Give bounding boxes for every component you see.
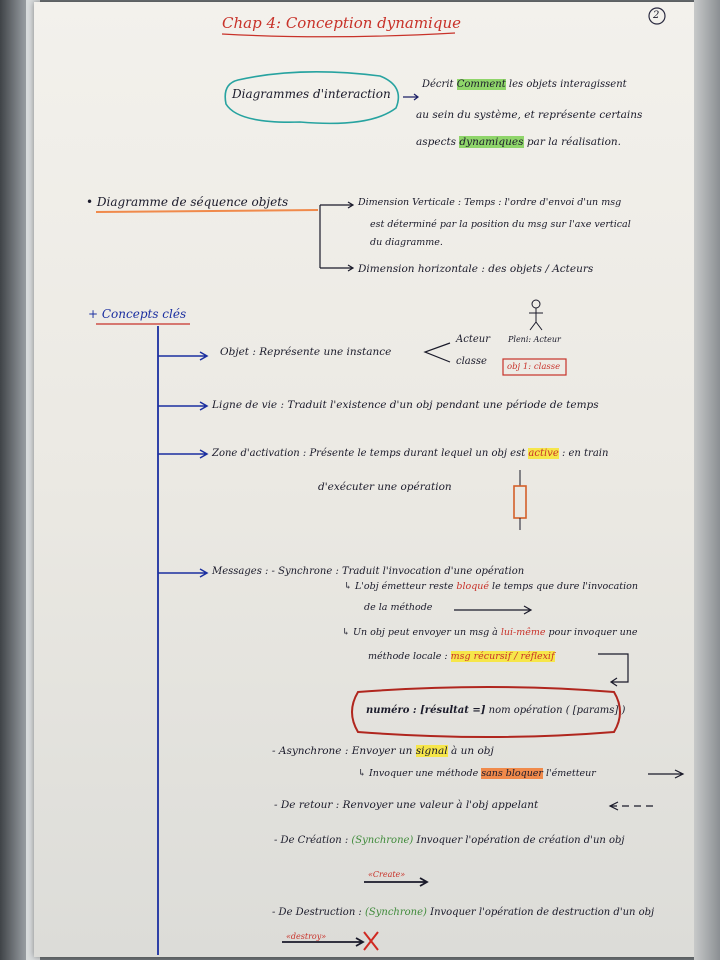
activation-zone-line-2: d'exécuter une opération bbox=[318, 481, 452, 493]
async-line-2-post: l'émetteur bbox=[542, 768, 596, 779]
highlight-non-blocking: sans bloquer bbox=[481, 768, 543, 779]
interaction-diagram-bubble-label: Diagrammes d'interaction bbox=[232, 87, 391, 101]
intro-line-1-pre: Décrit bbox=[422, 79, 457, 90]
intro-line-3-post: par la réalisation. bbox=[523, 136, 621, 148]
objet-fork bbox=[423, 342, 451, 363]
sync-arrow-icon: ↳ bbox=[344, 581, 355, 592]
syntax-pill bbox=[351, 686, 621, 738]
notebook-page bbox=[34, 2, 698, 957]
creation-message: - De Création : (Synchrone) Invoquer l'o… bbox=[274, 834, 625, 848]
async-line-2-pre: Invoquer une méthode bbox=[368, 768, 482, 779]
sync-line-3-post: pour invoquer une bbox=[545, 627, 638, 638]
creation-synchronous: (Synchrone) bbox=[351, 835, 414, 846]
sync-line-3-pre: Un obj peut envoyer un msg à bbox=[352, 627, 501, 638]
page-stack-edge bbox=[694, 0, 720, 960]
title-underline bbox=[221, 32, 456, 38]
intro-line-1: Décrit Comment les objets interagissent bbox=[422, 78, 627, 92]
bullet-icon: • bbox=[86, 195, 97, 209]
intro-line-3: aspects dynamiques par la réalisation. bbox=[416, 135, 621, 149]
sync-arrow bbox=[454, 605, 533, 615]
messages-synchronous: Messages : - Synchrone : Traduit l'invoc… bbox=[212, 566, 525, 577]
destruction-post: Invoquer l'opération de destruction d'un… bbox=[426, 907, 655, 918]
vertical-dimension-line-2: est déterminé par la position du msg sur… bbox=[370, 219, 631, 230]
destruction-pre: - De Destruction : bbox=[272, 907, 365, 918]
highlight-comment: Comment bbox=[456, 79, 506, 90]
sync-line-1-pre: L'obj émetteur reste bbox=[354, 581, 457, 592]
object-box-label: obj 1: classe bbox=[507, 362, 561, 372]
sync-line-4-pre: méthode locale : bbox=[368, 651, 451, 662]
create-stereotype: «Create» bbox=[368, 870, 406, 879]
sequence-diagram-text: Diagramme de séquence objets bbox=[96, 195, 289, 209]
return-arrow-head bbox=[608, 801, 619, 811]
highlight-dynamiques: dynamiques bbox=[459, 136, 524, 148]
highlight-active: active bbox=[528, 448, 559, 459]
intro-line-1-post: les objets interagissent bbox=[505, 79, 627, 90]
branch-ligne-de-vie bbox=[158, 401, 209, 411]
actor-stick-figure bbox=[529, 299, 543, 331]
message-syntax: numéro : [résultat =] nom opération ( [p… bbox=[366, 704, 625, 718]
objet-definition: Objet : Représente une instance bbox=[220, 346, 392, 358]
lifeline-definition: Ligne de vie : Traduit l'existence d'un … bbox=[212, 399, 599, 411]
object-box bbox=[502, 358, 567, 376]
async-arrow-icon: ↳ bbox=[358, 768, 369, 779]
message-syntax-rest: nom opération ( [params] ) bbox=[485, 705, 626, 716]
branch-zone bbox=[158, 449, 209, 459]
horizontal-dimension: Dimension horizontale : des objets / Act… bbox=[358, 263, 594, 275]
page-number-circle bbox=[648, 7, 666, 25]
intro-line-2: au sein du système, et représente certai… bbox=[416, 109, 643, 121]
vertical-dimension-line-3: du diagramme. bbox=[370, 237, 443, 248]
sync-line-1: ↳ L'obj émetteur reste bloqué le temps q… bbox=[344, 580, 638, 594]
activation-zone-pre: Zone d'activation : Présente le temps du… bbox=[212, 448, 529, 459]
sync-line-1-post: le temps que dure l'invocation bbox=[489, 581, 638, 592]
async-line-1-post: à un obj bbox=[447, 745, 494, 757]
async-arrow bbox=[648, 769, 685, 779]
sync-line-3: ↳ Un obj peut envoyer un msg à lui-même … bbox=[342, 626, 638, 640]
creation-post: Invoquer l'opération de création d'un ob… bbox=[413, 835, 625, 846]
objet-classe: classe bbox=[456, 356, 487, 367]
asynchronous-line-1: - Asynchrone : Envoyer un signal à un ob… bbox=[272, 744, 494, 758]
destruction-synchronous: (Synchrone) bbox=[364, 907, 427, 918]
page-title: Chap 4: Conception dynamique bbox=[222, 14, 461, 32]
destroy-x-mark bbox=[363, 931, 379, 951]
highlight-recursive: msg récursif / réflexif bbox=[450, 651, 555, 662]
destroy-stereotype: «destroy» bbox=[286, 932, 327, 941]
sequence-diagram-label: • Diagramme de séquence objets bbox=[86, 195, 288, 209]
message-syntax-bold: numéro : [résultat =] bbox=[366, 705, 486, 716]
highlight-signal: signal bbox=[415, 745, 448, 757]
sync-arrow-icon-2: ↳ bbox=[342, 627, 353, 638]
recursive-arrow bbox=[598, 653, 629, 687]
concepts-label-text: Concepts clés bbox=[101, 307, 187, 321]
async-line-1-pre: - Asynchrone : Envoyer un bbox=[272, 745, 416, 757]
vertical-dimension-line-1: Dimension Verticale : Temps : l'ordre d'… bbox=[358, 197, 622, 208]
actor-caption: Pleni: Acteur bbox=[508, 335, 561, 344]
sequence-bracket bbox=[319, 201, 355, 272]
asynchronous-line-2: ↳ Invoquer une méthode sans bloquer l'ém… bbox=[358, 767, 596, 781]
activation-zone-line-1: Zone d'activation : Présente le temps du… bbox=[212, 447, 608, 461]
branch-messages bbox=[158, 568, 209, 578]
sequence-underline bbox=[95, 209, 319, 213]
branch-objet bbox=[158, 351, 209, 361]
intro-line-3-pre: aspects bbox=[416, 136, 460, 148]
concepts-label: + Concepts clés bbox=[88, 307, 186, 321]
sync-blocked: bloqué bbox=[456, 581, 490, 592]
intro-bubble bbox=[224, 71, 400, 125]
destruction-message: - De Destruction : (Synchrone) Invoquer … bbox=[272, 906, 654, 920]
sync-line-4: méthode locale : msg récursif / réflexif bbox=[368, 650, 555, 664]
page-number: 2 bbox=[653, 10, 660, 21]
sync-line-2: de la méthode bbox=[364, 602, 433, 613]
destroy-arrow bbox=[282, 937, 365, 947]
intro-arrow bbox=[403, 93, 419, 101]
creation-pre: - De Création : bbox=[274, 835, 352, 846]
sync-self: lui-même bbox=[500, 627, 546, 638]
activation-zone-post: : en train bbox=[558, 448, 609, 459]
return-message: - De retour : Renvoyer une valeur à l'ob… bbox=[274, 799, 539, 811]
create-arrow bbox=[364, 877, 429, 887]
objet-acteur: Acteur bbox=[456, 334, 490, 345]
plus-icon: + bbox=[88, 307, 102, 321]
activation-bar bbox=[513, 485, 527, 519]
